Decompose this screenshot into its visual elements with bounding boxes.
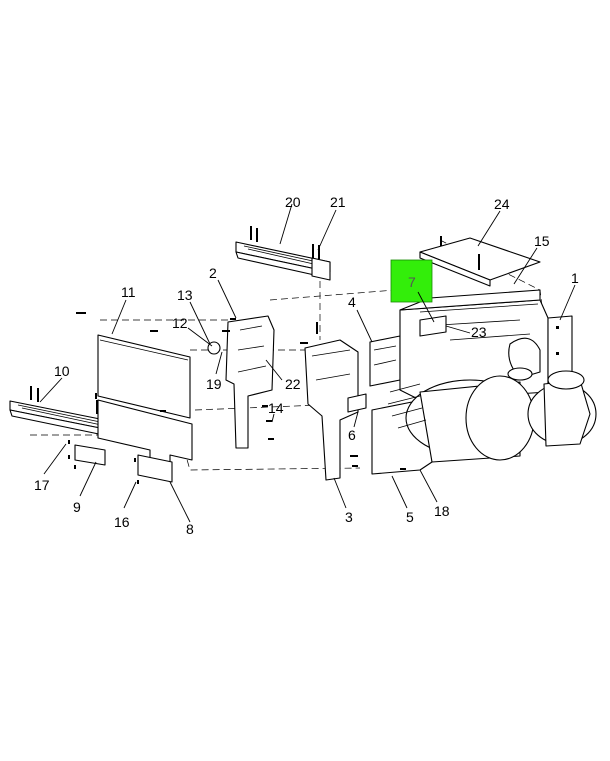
- callout-8: 8: [186, 521, 194, 537]
- callout-21: 21: [330, 194, 346, 210]
- callout-9: 9: [73, 499, 81, 515]
- part-11-panel: [95, 330, 191, 419]
- part-2-support-bracket: [222, 315, 275, 449]
- part-4-mount: [369, 335, 401, 387]
- callout-10: 10: [54, 363, 70, 379]
- callout-15: 15: [534, 233, 550, 249]
- highlight-box: [390, 259, 433, 303]
- assembly-line-10: [194, 404, 321, 411]
- part-8-bracket: [134, 454, 173, 484]
- callout-13: 13: [177, 287, 193, 303]
- callout-20: 20: [285, 194, 301, 210]
- callout-6: 6: [348, 427, 356, 443]
- part-1-air-cleaner: [387, 289, 597, 463]
- callout-7: 7: [408, 274, 416, 290]
- callout-2: 2: [209, 265, 217, 281]
- assembly-line-2: [269, 289, 406, 301]
- callout-17: 17: [34, 477, 50, 493]
- callout-5: 5: [406, 509, 414, 525]
- callout-18: 18: [434, 503, 450, 519]
- callout-24: 24: [494, 196, 510, 212]
- callout-1: 1: [571, 270, 579, 286]
- part-24-cover: [419, 236, 541, 287]
- callout-23: 23: [471, 324, 487, 340]
- part-7-highlight: [390, 259, 447, 337]
- leader-lines: [39, 203, 576, 523]
- callout-22: 22: [285, 376, 301, 392]
- part-3-tall-bracket: [300, 322, 359, 481]
- callout-3: 3: [345, 509, 353, 525]
- part-6-clip: [347, 393, 367, 413]
- part-20-upper-step: [235, 226, 331, 281]
- callout-16: 16: [114, 514, 130, 530]
- callout-19: 19: [206, 376, 222, 392]
- callout-4: 4: [348, 294, 356, 310]
- part-10-lower-step: [9, 312, 121, 439]
- callout-11: 11: [121, 284, 136, 300]
- part-9-bracket: [68, 399, 193, 481]
- callout-14: 14: [268, 400, 284, 416]
- callout-12: 12: [172, 315, 188, 331]
- callout-labels: 1 2 3 4 5 6 7 8 9 10 11 12 13 14 15 16 1…: [34, 194, 579, 537]
